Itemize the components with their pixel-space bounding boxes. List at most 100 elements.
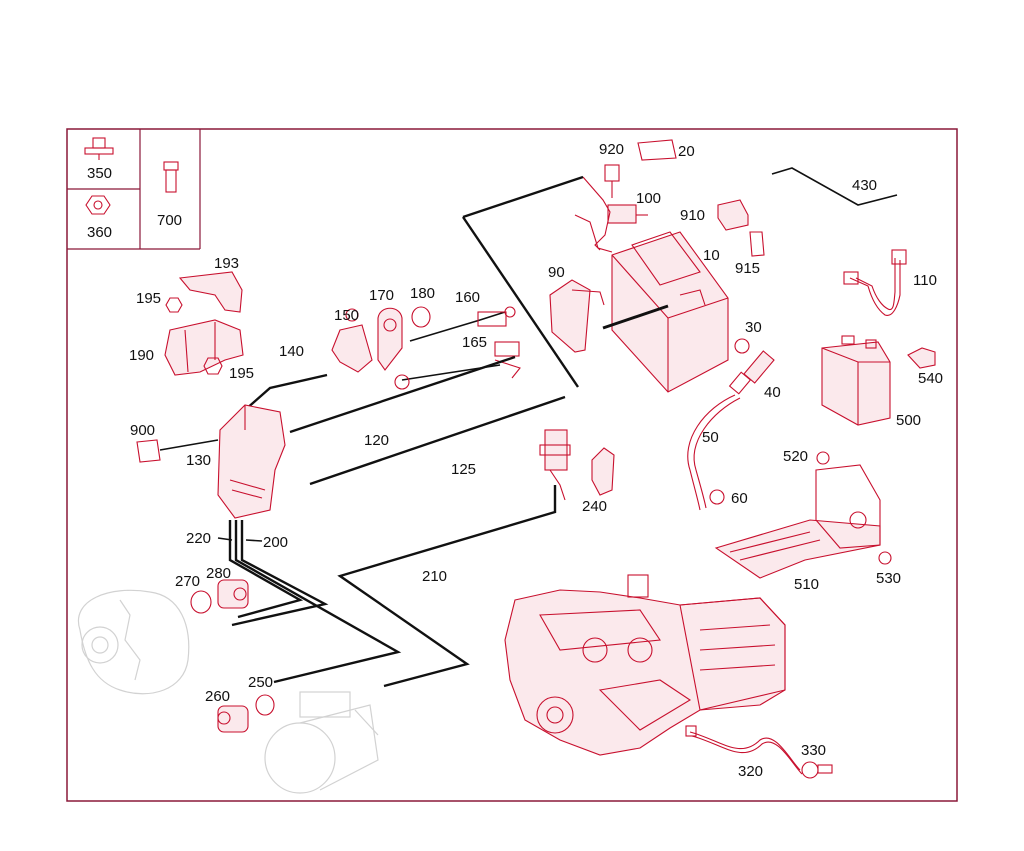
cable-125 xyxy=(309,395,566,486)
cable-160 xyxy=(409,311,506,342)
battery-10 xyxy=(602,231,729,393)
callout-10: 10 xyxy=(703,247,720,264)
ground-strap-320 xyxy=(685,725,803,775)
battery-tray-510 xyxy=(714,464,881,579)
callout-180: 180 xyxy=(410,285,435,302)
callout-195b: 195 xyxy=(229,365,254,382)
nut-270-icon xyxy=(190,590,212,614)
callout-280: 280 xyxy=(206,565,231,582)
callout-125: 125 xyxy=(451,461,476,478)
callout-260: 260 xyxy=(205,688,230,705)
legend-box: 350 360 700 xyxy=(67,129,201,250)
bracket-915 xyxy=(749,231,765,257)
callout-270: 270 xyxy=(175,573,200,590)
nut-195b-icon xyxy=(203,357,223,375)
callout-240: 240 xyxy=(582,498,607,515)
callout-130: 130 xyxy=(186,452,211,469)
terminal-165 xyxy=(494,341,521,379)
callout-540: 540 xyxy=(918,370,943,387)
boot-280 xyxy=(217,579,249,609)
lead-100 xyxy=(574,214,613,253)
ring-lug-165 xyxy=(394,374,410,390)
callout-530: 530 xyxy=(876,570,901,587)
callout-915: 915 xyxy=(735,260,760,277)
aux-battery-500 xyxy=(821,335,891,426)
callout-220: 220 xyxy=(186,530,211,547)
nut-520-icon xyxy=(816,451,830,465)
cable-140 xyxy=(244,373,328,411)
junction-box-130 xyxy=(217,404,286,519)
callout-920: 920 xyxy=(599,141,624,158)
legend-360: 360 xyxy=(87,224,112,241)
spacer-700-icon xyxy=(163,161,179,193)
callout-320: 320 xyxy=(738,763,763,780)
bolt-330-icon xyxy=(801,761,833,779)
callout-190: 190 xyxy=(129,347,154,364)
callout-100: 100 xyxy=(636,190,661,207)
vent-40 xyxy=(728,350,775,395)
terminal-170 xyxy=(377,307,403,371)
fuse-920-icon xyxy=(604,164,620,198)
callout-110: 110 xyxy=(913,272,937,289)
callout-30: 30 xyxy=(745,319,762,336)
cable-430 xyxy=(771,167,898,206)
callout-140: 140 xyxy=(279,343,304,360)
callout-120: 120 xyxy=(364,432,389,449)
leader-lines xyxy=(217,537,263,542)
callout-195a: 195 xyxy=(136,290,161,307)
callout-900: 900 xyxy=(130,422,155,439)
relay-910 xyxy=(717,199,749,231)
callout-labels: 20 920 100 910 10 915 430 110 90 30 40 5… xyxy=(129,141,943,780)
cable-220b xyxy=(231,520,329,627)
lead-920 xyxy=(582,176,611,251)
callout-50: 50 xyxy=(702,429,719,446)
terminal-160 xyxy=(477,306,516,327)
callout-430: 430 xyxy=(852,177,877,194)
alternator-ghost xyxy=(77,589,190,695)
nut-250-icon xyxy=(255,694,275,716)
diagram-frame xyxy=(66,128,958,802)
callout-250: 250 xyxy=(248,674,273,691)
clip-900 xyxy=(136,439,161,463)
callout-910: 910 xyxy=(680,207,705,224)
callout-193: 193 xyxy=(214,255,239,272)
callout-170: 170 xyxy=(369,287,394,304)
callout-20: 20 xyxy=(678,143,695,160)
fuse-box-190 xyxy=(164,319,244,376)
nut-530-icon xyxy=(878,551,892,565)
callout-210: 210 xyxy=(422,568,447,585)
callout-200: 200 xyxy=(263,534,288,551)
cover-193 xyxy=(178,271,243,313)
terminal-150 xyxy=(331,308,373,373)
callout-160: 160 xyxy=(455,289,480,306)
callout-500: 500 xyxy=(896,412,921,429)
callout-165: 165 xyxy=(462,334,487,351)
terminal-90 xyxy=(549,279,605,353)
cap-30-icon xyxy=(734,338,750,354)
bolt-350-icon xyxy=(84,137,114,160)
insulator-20 xyxy=(637,139,677,161)
callout-510: 510 xyxy=(794,576,819,593)
cable-120 xyxy=(289,355,516,434)
engine-assembly xyxy=(504,574,786,756)
cable-200 xyxy=(234,520,402,684)
cable-diag xyxy=(462,216,579,388)
legend-350: 350 xyxy=(87,165,112,182)
clip-540 xyxy=(907,347,936,369)
callout-330: 330 xyxy=(801,742,826,759)
nut-195a-icon xyxy=(165,297,183,313)
clamp-100 xyxy=(607,204,648,224)
callout-150: 150 xyxy=(334,307,359,324)
starter-ghost xyxy=(264,691,379,794)
nut-360-icon xyxy=(85,195,111,215)
callout-90: 90 xyxy=(548,264,565,281)
grommet-60-icon xyxy=(709,489,725,505)
callout-520: 520 xyxy=(783,448,808,465)
legend-700: 700 xyxy=(157,212,182,229)
cable-210 xyxy=(337,485,557,688)
boot-260 xyxy=(217,705,249,733)
connector-240 xyxy=(591,447,615,496)
washer-180-icon xyxy=(411,306,431,328)
fuse-holder-210 xyxy=(539,429,571,501)
